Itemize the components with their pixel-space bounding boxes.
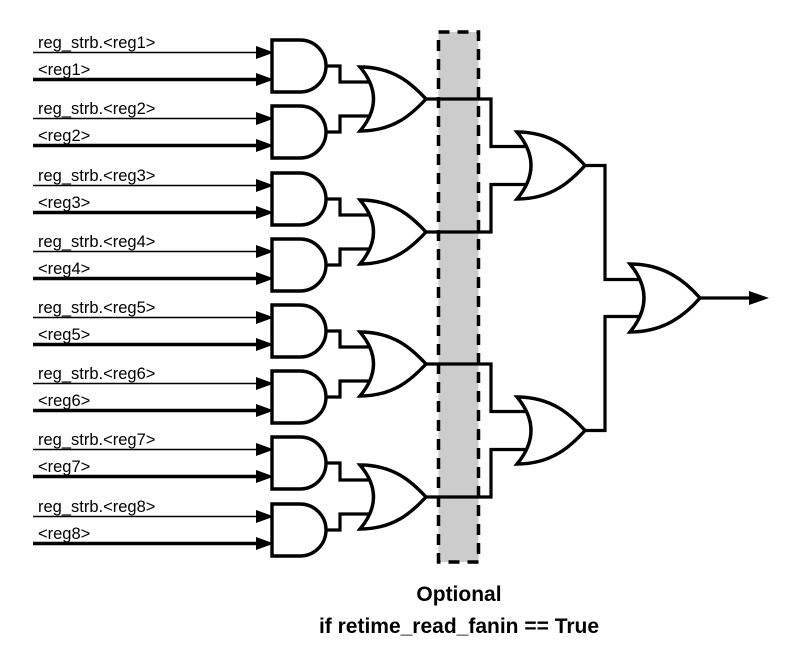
and-gate-reg6 (270, 369, 328, 425)
or-gate-stage3-2 (513, 395, 588, 466)
input-label-value-reg7: <reg7> (38, 458, 90, 476)
and-gate-reg4 (270, 237, 328, 293)
wire-and7-or4 (324, 461, 374, 482)
wire-arrowhead (256, 443, 274, 456)
optional-retime-region (436, 30, 481, 564)
input-label-strobe-reg2: reg_strb.<reg2> (38, 100, 155, 118)
or-gate-final (626, 262, 703, 334)
wire-and2-or1 (324, 114, 374, 134)
input-label-strobe-reg5: reg_strb.<reg5> (38, 299, 155, 317)
wire-arrowhead (256, 272, 274, 285)
wire-arrowhead (256, 311, 274, 324)
gates (270, 38, 703, 558)
wire-arrowhead (256, 46, 274, 59)
wire-arrowhead (256, 206, 274, 219)
and-gate-reg1 (270, 38, 328, 94)
wire-arrowhead (256, 73, 274, 86)
wire-arrowhead (256, 537, 274, 550)
wire-and6-or3 (324, 379, 374, 399)
or-gate-stage2-1 (356, 65, 429, 133)
wire-arrowhead (256, 338, 274, 351)
input-labels: reg_strb.<reg1> <reg1> reg_strb.<reg2> <… (38, 34, 155, 543)
wire-arrowhead (256, 179, 274, 192)
and-gate-reg3 (270, 171, 328, 227)
caption: Optional if retime_read_fanin == True (319, 583, 599, 638)
wire-arrowhead (256, 470, 274, 483)
input-label-value-reg3: <reg3> (38, 194, 90, 212)
wire-or2-or5 (424, 182, 532, 234)
input-label-strobe-reg1: reg_strb.<reg1> (38, 34, 155, 52)
input-label-strobe-reg8: reg_strb.<reg8> (38, 498, 155, 516)
and-gate-reg5 (270, 303, 328, 359)
and-gate-reg7 (270, 435, 328, 491)
wire-arrowhead (256, 139, 274, 152)
or-gate-stage2-4 (356, 463, 429, 531)
caption-optional: Optional (416, 583, 501, 606)
wire-arrowhead (256, 112, 274, 125)
wire-or6-final (583, 314, 646, 433)
wire-or4-or6 (424, 447, 532, 499)
wire-and4-or2 (324, 247, 374, 267)
input-label-value-reg4: <reg4> (38, 260, 90, 278)
input-label-value-reg6: <reg6> (38, 392, 90, 410)
and-gate-reg2 (270, 104, 328, 160)
input-label-value-reg2: <reg2> (38, 127, 90, 145)
routing-wires (324, 64, 769, 532)
output-arrowhead (749, 291, 769, 305)
or-gate-stage3-1 (513, 130, 588, 201)
input-label-value-reg8: <reg8> (38, 525, 90, 543)
wire-arrowhead (256, 510, 274, 523)
wire-and3-or2 (324, 197, 374, 217)
input-label-strobe-reg7: reg_strb.<reg7> (38, 431, 155, 449)
wire-or5-final (583, 163, 646, 282)
wire-arrowhead (256, 404, 274, 417)
or-gate-stage2-2 (356, 198, 429, 266)
or-gate-stage2-3 (356, 330, 429, 398)
wire-and8-or4 (324, 512, 374, 532)
and-gate-reg8 (270, 502, 328, 558)
wire-or3-or6 (424, 362, 532, 414)
input-label-strobe-reg4: reg_strb.<reg4> (38, 233, 155, 251)
input-label-strobe-reg6: reg_strb.<reg6> (38, 365, 155, 383)
wire-arrowhead (256, 377, 274, 390)
input-label-strobe-reg3: reg_strb.<reg3> (38, 167, 155, 185)
wire-and5-or3 (324, 329, 374, 349)
input-label-value-reg5: <reg5> (38, 326, 90, 344)
input-label-value-reg1: <reg1> (38, 61, 90, 79)
input-wires (33, 46, 274, 550)
wire-or1-or5 (424, 97, 532, 149)
wire-arrowhead (256, 245, 274, 258)
caption-condition: if retime_read_fanin == True (319, 615, 599, 638)
wire-and1-or1 (324, 64, 374, 84)
